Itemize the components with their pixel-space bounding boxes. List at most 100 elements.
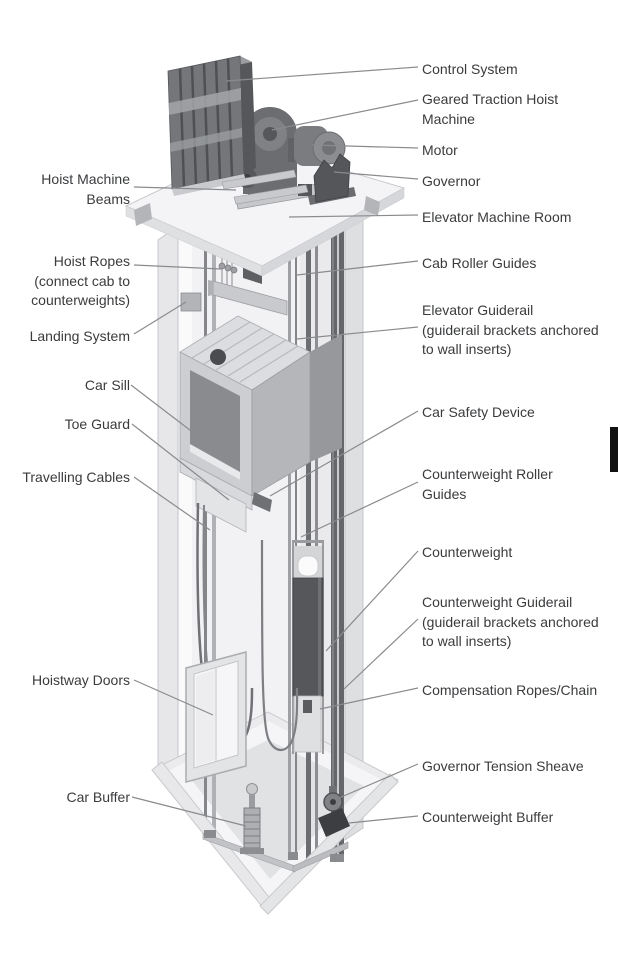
rail-mid-a bbox=[288, 228, 291, 858]
cabinet-slat-5 bbox=[226, 58, 234, 177]
leader-lines bbox=[130, 66, 419, 827]
leader-hoistway-doors bbox=[133, 679, 214, 716]
label-control-system: Control System bbox=[422, 60, 618, 80]
car-buffer-cap bbox=[246, 783, 258, 795]
door-panel-left bbox=[196, 670, 215, 766]
cab-floor-edge bbox=[190, 444, 240, 480]
elevator-guiderail-highlight bbox=[337, 206, 339, 862]
label-line: Car Safety Device bbox=[422, 404, 535, 420]
leader-cab-roller-guides bbox=[296, 260, 419, 276]
leader-elevator-machine-room bbox=[288, 214, 419, 218]
sheave-hub bbox=[330, 799, 336, 805]
counterweight-guiderail-a bbox=[306, 226, 311, 862]
label-line: to wall inserts) bbox=[422, 341, 512, 357]
right-edge-marker bbox=[610, 427, 618, 472]
cabinet-base bbox=[172, 174, 246, 196]
cab-top-rib-3 bbox=[215, 333, 275, 371]
label-counterweight-buffer: Counterweight Buffer bbox=[422, 808, 618, 828]
label-elevator-machine-room: Elevator Machine Room bbox=[422, 208, 618, 228]
label-line: (connect cab to bbox=[34, 272, 130, 289]
label-line: Beams bbox=[86, 190, 130, 207]
label-geared-traction-hoist-machine: Geared Traction Hoist Machine bbox=[422, 90, 618, 129]
rail-foot-mid bbox=[288, 852, 298, 860]
pit-floor bbox=[190, 740, 364, 879]
counterweight-buffer-shape bbox=[318, 808, 350, 837]
pit-front bbox=[151, 761, 399, 915]
counterweight-lower-fitting bbox=[303, 700, 312, 713]
gearbox-hub bbox=[263, 127, 277, 141]
compensation-rope bbox=[260, 539, 299, 752]
counterweight-guiderail-b bbox=[315, 226, 318, 862]
cab-top-rib-5 bbox=[239, 345, 299, 383]
label-line: Elevator Machine Room bbox=[422, 209, 572, 225]
label-toe-guard: Toe Guard bbox=[0, 415, 130, 435]
car-buffer-spring bbox=[243, 807, 261, 849]
platform-bracket-right bbox=[364, 196, 380, 216]
cabinet-side bbox=[240, 56, 256, 174]
label-line: Car Sill bbox=[84, 377, 130, 393]
label-line: Counterweight Buffer bbox=[422, 809, 554, 825]
label-motor: Motor bbox=[422, 141, 618, 161]
leader-counterweight-guiderail bbox=[343, 618, 419, 690]
machine-room bbox=[124, 55, 406, 277]
label-line: Governor bbox=[422, 173, 481, 189]
leader-toe-guard bbox=[131, 423, 230, 501]
label-hoistway-doors: Hoistway Doors bbox=[0, 671, 130, 691]
leader-car-safety-device bbox=[269, 410, 419, 497]
car-buffer-base bbox=[240, 848, 264, 854]
cabinet-band-1 bbox=[169, 88, 241, 115]
cab-top-rib-4 bbox=[227, 339, 287, 377]
label-line: Governor Tension Sheave bbox=[422, 758, 584, 774]
label-line: Landing System bbox=[29, 328, 130, 344]
elevator-cab bbox=[179, 252, 342, 533]
label-line: Counterweight Guiderail bbox=[422, 594, 573, 610]
label-line: Hoist Ropes bbox=[53, 253, 130, 269]
cabinet-slat-3 bbox=[202, 63, 210, 182]
label-governor: Governor bbox=[422, 172, 618, 192]
counterweight-frame-top bbox=[292, 540, 324, 543]
label-line: (guiderail brackets anchored bbox=[422, 613, 599, 630]
label-counterweight-roller-guides: Counterweight Roller Guides bbox=[422, 465, 618, 504]
label-hoist-ropes: Hoist Ropes (connect cab to counterweigh… bbox=[0, 252, 130, 311]
leader-hoist-ropes bbox=[133, 264, 222, 270]
label-line: counterweights) bbox=[31, 292, 130, 308]
leader-geared-traction-hoist-machine bbox=[271, 99, 419, 131]
label-car-safety-device: Car Safety Device bbox=[422, 403, 618, 423]
label-line: to wall inserts) bbox=[422, 633, 512, 649]
rail-foot-left bbox=[204, 830, 216, 838]
label-line: Car Buffer bbox=[66, 789, 130, 805]
leader-compensation-ropes-chain bbox=[319, 687, 419, 710]
label-landing-system: Landing System bbox=[0, 327, 130, 347]
label-line: Travelling Cables bbox=[22, 469, 130, 485]
shaft-right-wall bbox=[344, 201, 364, 841]
governor-device bbox=[308, 153, 356, 205]
car-guiderail-left-b bbox=[212, 230, 216, 836]
rope-hitch-2 bbox=[224, 264, 232, 272]
leader-governor bbox=[333, 171, 419, 180]
label-line: Hoistway Doors bbox=[31, 672, 130, 688]
label-line: Geared Traction Hoist bbox=[422, 91, 559, 107]
hoist-machine-beam-2 bbox=[233, 184, 309, 205]
cab-top-fixture bbox=[210, 349, 226, 365]
car-safety-device-shape bbox=[252, 492, 272, 512]
cab-crosshead-end bbox=[208, 280, 213, 296]
label-line: Compensation Ropes/Chain bbox=[422, 682, 598, 698]
label-compensation-ropes-chain: Compensation Ropes/Chain bbox=[422, 681, 618, 701]
label-line: Counterweight bbox=[422, 544, 513, 560]
car-buffer-rod bbox=[249, 794, 255, 808]
cabinet-band-2 bbox=[170, 128, 242, 152]
rope-hitch-3 bbox=[230, 266, 238, 274]
car-guiderail-left-a bbox=[204, 232, 207, 836]
counterweight-slot bbox=[297, 555, 319, 577]
counterweight-assembly bbox=[292, 540, 324, 754]
leader-counterweight bbox=[325, 550, 419, 652]
label-line: Toe Guard bbox=[64, 416, 130, 432]
label-line: Control System bbox=[422, 61, 518, 77]
leader-car-sill bbox=[130, 384, 234, 464]
governor-body bbox=[313, 153, 351, 203]
label-car-buffer: Car Buffer bbox=[0, 788, 130, 808]
label-elevator-guiderail: Elevator Guiderail (guiderail brackets a… bbox=[422, 301, 618, 360]
leader-travelling-cables bbox=[133, 476, 211, 531]
